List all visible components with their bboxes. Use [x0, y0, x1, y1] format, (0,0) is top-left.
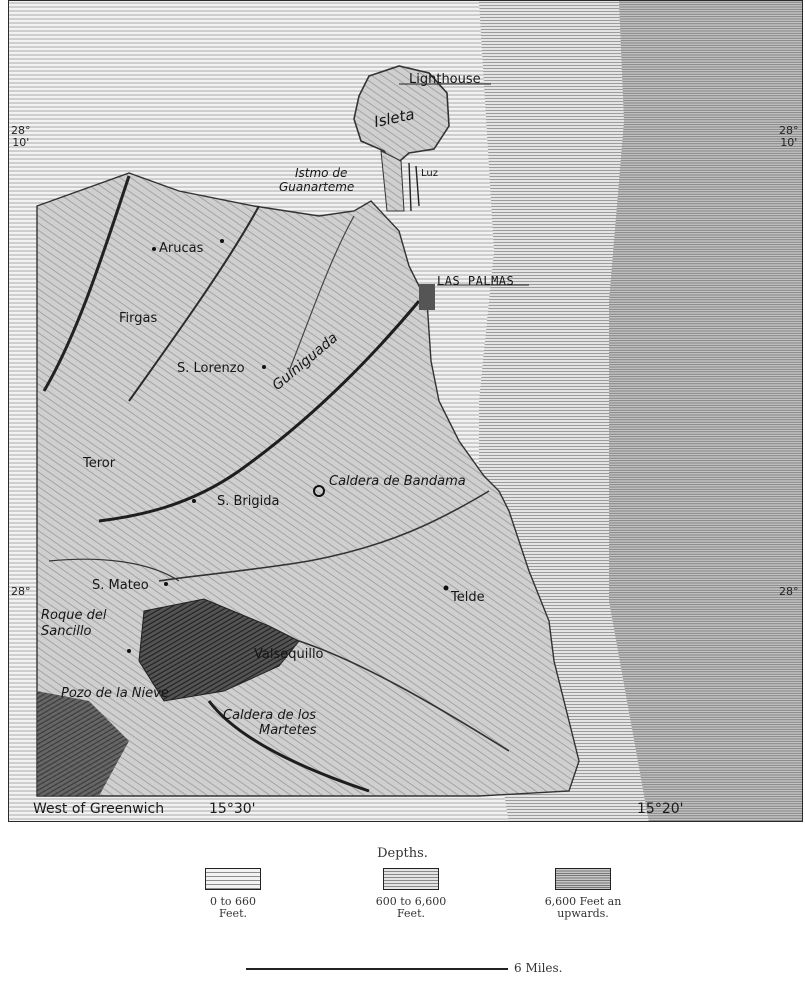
legend-item-deep: 6,600 Feet an upwards.	[518, 868, 648, 920]
sea-deep	[609, 1, 802, 821]
southwest-shade	[37, 691, 129, 796]
isleta-land	[353, 65, 450, 168]
scale-label: 6 Miles.	[514, 961, 563, 975]
ravine-2	[128, 205, 260, 402]
label-west-greenwich: West of Greenwich	[33, 801, 165, 817]
legend-text-mid-2: Feet.	[397, 907, 425, 921]
label-lon-1530: 15°30'	[209, 801, 256, 817]
label-luz: Luz	[421, 168, 438, 179]
ravine-1	[42, 175, 131, 392]
label-roque-del: Roque del	[41, 608, 107, 623]
label-las-palmas: LAS PALMAS	[437, 274, 515, 288]
coord-left-mid: 28°	[11, 585, 31, 598]
label-lighthouse: Lighthouse	[409, 72, 481, 87]
map-canvas	[9, 1, 802, 821]
label-telde: Telde	[451, 590, 485, 605]
label-teror: Teror	[83, 456, 116, 471]
label-s-lorenzo: S. Lorenzo	[177, 361, 245, 376]
label-pozo: Pozo de la Nieve	[61, 686, 169, 701]
ravine-guiniguada	[98, 300, 421, 523]
map-frame: Lighthouse Isleta Istmo de Guanarteme Lu…	[8, 0, 803, 822]
coord-left-top: 28°10'	[11, 124, 31, 149]
label-lon-1520: 15°20'	[637, 801, 684, 817]
scale-bar	[246, 968, 508, 970]
label-s-brigida: S. Brigida	[217, 494, 280, 509]
ravine-7	[48, 558, 180, 582]
label-martetes: Martetes	[259, 723, 317, 738]
label-s-mateo: S. Mateo	[92, 578, 149, 593]
legend-text-shallow-2: Feet.	[219, 907, 247, 921]
label-sancillo: Sancillo	[41, 624, 92, 639]
legend-swatch-shallow	[205, 868, 261, 890]
legend-swatch-mid	[383, 868, 439, 890]
legend-text-mid-1: 600 to 6,600	[375, 895, 447, 908]
las-palmas-town	[419, 284, 435, 310]
isthmus	[380, 150, 405, 212]
ravine-5	[207, 700, 370, 793]
coord-right-top: 28°10'	[779, 124, 799, 149]
legend-item-mid: 600 to 6,600 Feet.	[346, 868, 476, 920]
ravine-4	[298, 640, 510, 752]
legend-title: Depths.	[377, 846, 428, 861]
legend-swatch-deep	[555, 868, 611, 890]
mountain-shade	[138, 598, 300, 702]
label-valsequillo: Valsequillo	[254, 647, 324, 662]
legend-text-deep-2: upwards.	[557, 907, 609, 921]
label-arucas: Arucas	[159, 241, 204, 256]
label-firgas: Firgas	[119, 311, 158, 326]
bandama-crater	[313, 485, 325, 497]
label-istmo: Istmo de	[295, 166, 348, 180]
label-caldera-los: Caldera de los	[223, 708, 317, 723]
legend-text-deep-1: 6,600 Feet an	[544, 895, 622, 908]
legend-text-shallow-1: 0 to 660	[209, 895, 257, 908]
legend-item-shallow: 0 to 660 Feet.	[168, 868, 298, 920]
coord-right-mid: 28°	[779, 585, 799, 598]
ravine-3	[158, 490, 490, 582]
label-caldera-bandama: Caldera de Bandama	[329, 474, 466, 489]
ravine-6	[288, 215, 355, 372]
label-guanarteme: Guanarteme	[279, 180, 355, 194]
